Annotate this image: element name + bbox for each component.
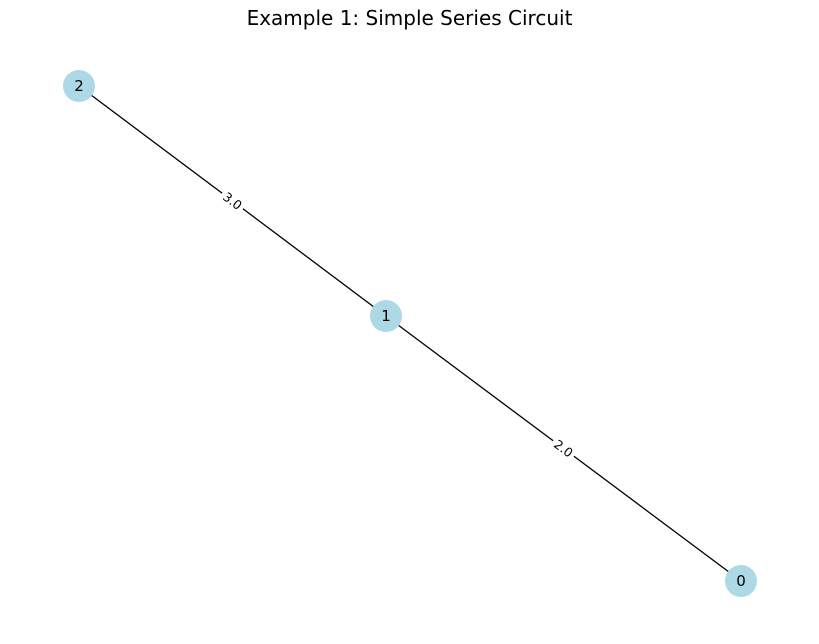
node-1: 1 [370, 300, 402, 332]
node-2: 2 [63, 70, 95, 102]
edge-label-background [548, 434, 579, 463]
node-circle [370, 300, 402, 332]
page-title: Example 1: Simple Series Circuit [246, 6, 573, 30]
edge-label-1-0: 2.0 [548, 434, 579, 463]
edge-label-background [217, 186, 248, 216]
node-circle [725, 565, 757, 597]
node-circle [63, 70, 95, 102]
node-label: 2 [74, 77, 84, 95]
edges-layer [78, 85, 742, 582]
nodes-layer: 0 1 2 [63, 70, 757, 597]
node-label: 1 [381, 307, 391, 325]
node-0: 0 [725, 565, 757, 597]
edge-label-2-1: 3.0 [217, 186, 248, 216]
node-label: 0 [736, 572, 746, 590]
